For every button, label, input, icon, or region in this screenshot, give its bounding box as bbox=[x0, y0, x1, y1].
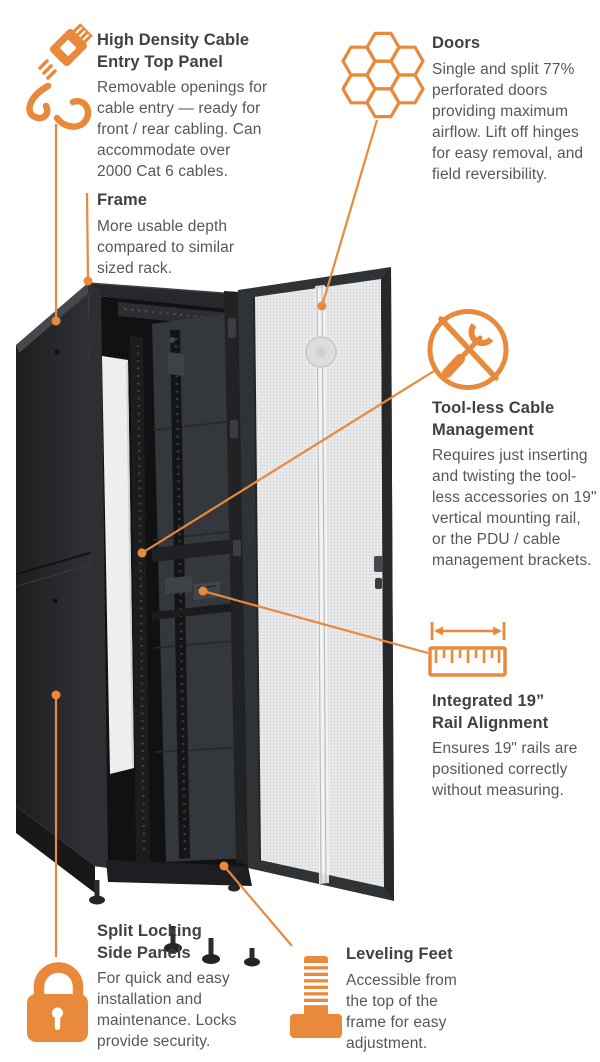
feature-rail-alignment: Integrated 19” Rail Alignment Ensures 19… bbox=[432, 691, 597, 801]
feature-side-panels: Split Locking Side Panels For quick and … bbox=[97, 921, 267, 1052]
rack-door-hinge bbox=[224, 291, 252, 866]
feature-title: Leveling Feet bbox=[346, 945, 453, 963]
feature-body: Accessible from the top of the frame for… bbox=[346, 971, 457, 1052]
padlock-icon bbox=[27, 962, 88, 1042]
callout-line-toolless bbox=[137, 370, 435, 558]
no-tools-icon bbox=[427, 309, 509, 390]
callout-line-doors bbox=[317, 119, 379, 311]
feature-doors: Doors Single and split 77% perforated do… bbox=[432, 33, 597, 185]
callout-line-side-panels bbox=[51, 690, 61, 957]
feature-body: Removable openings for cable entry — rea… bbox=[97, 79, 268, 180]
callout-line-frame bbox=[83, 192, 93, 286]
feature-body: Single and split 77% perforated doors pr… bbox=[432, 60, 584, 183]
feature-body: For quick and easy installation and main… bbox=[97, 970, 237, 1050]
honeycomb-icon bbox=[341, 31, 425, 119]
server-rack-illustration bbox=[16, 267, 394, 967]
rack-perforated-door bbox=[238, 267, 394, 901]
callout-line-cable-entry bbox=[51, 124, 61, 326]
ruler-icon bbox=[428, 622, 507, 677]
feature-cable-entry: High Density Cable Entry Top Panel Remov… bbox=[97, 30, 309, 182]
feature-title: Integrated 19” Rail Alignment bbox=[432, 692, 549, 732]
rack-side-panel bbox=[16, 283, 95, 893]
feature-body: Ensures 19" rails are positioned correct… bbox=[432, 740, 578, 799]
callout-line-rail-alignment bbox=[198, 586, 429, 655]
feature-title: Split Locking Side Panels bbox=[97, 922, 202, 962]
feature-body: More usable depth compared to similar si… bbox=[97, 217, 235, 277]
feature-title: High Density Cable Entry Top Panel bbox=[97, 31, 250, 71]
feature-title: Frame bbox=[97, 191, 148, 209]
feature-title: Tool-less Cable Management bbox=[432, 399, 555, 439]
feature-toolless: Tool-less Cable Management Requires just… bbox=[432, 398, 600, 571]
feature-body: Requires just inserting and twisting the… bbox=[432, 447, 597, 569]
feature-leveling-feet: Leveling Feet Accessible from the top of… bbox=[346, 944, 491, 1054]
leveling-bolt-icon bbox=[290, 956, 342, 1038]
callout-line-leveling-feet bbox=[219, 861, 293, 947]
feature-title: Doors bbox=[432, 34, 481, 52]
feature-frame: Frame More usable depth compared to simi… bbox=[97, 190, 277, 279]
ethernet-cable-icon bbox=[26, 23, 93, 130]
